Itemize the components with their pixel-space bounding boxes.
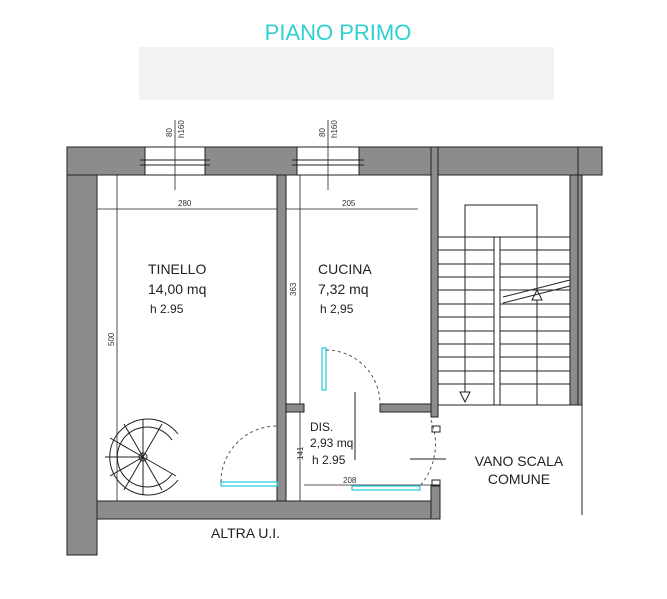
window-left: 80 h160 <box>140 120 210 190</box>
wall-lines <box>96 174 583 515</box>
room-tinello-height: h 2.95 <box>150 302 184 316</box>
room-dis-name: DIS. <box>310 420 333 434</box>
room-tinello-area: 14,00 mq <box>148 281 206 297</box>
doors <box>220 347 446 491</box>
altra-ui-label: ALTRA U.I. <box>211 525 280 541</box>
room-dis-height: h 2.95 <box>312 453 346 467</box>
dim-dis-depth: 141 <box>296 446 305 460</box>
dim-tinello-width: 280 <box>178 199 192 208</box>
room-dis-area: 2,93 mq <box>310 436 353 450</box>
dim-cucina-depth: 363 <box>289 282 298 296</box>
room-cucina-area: 7,32 mq <box>318 281 369 297</box>
plan-title: PIANO PRIMO <box>265 20 412 45</box>
walls <box>66 146 603 556</box>
window-left-height: h160 <box>177 120 186 138</box>
window-left-width: 80 <box>165 128 174 137</box>
vano-scala-line1: VANO SCALA <box>475 453 564 469</box>
vano-scala-line2: COMUNE <box>488 471 550 487</box>
room-cucina-height: h 2,95 <box>320 302 354 316</box>
spiral-staircase-icon <box>105 418 179 496</box>
window-right-height: h160 <box>330 120 339 138</box>
window-right-width: 80 <box>318 128 327 137</box>
dim-cucina-width: 205 <box>342 199 356 208</box>
room-tinello-name: TINELLO <box>148 261 206 277</box>
room-cucina-name: CUCINA <box>318 261 372 277</box>
dim-dis-width: 208 <box>343 476 357 485</box>
title-banner <box>139 47 554 100</box>
window-right: 80 h160 <box>292 120 364 190</box>
dimension-lines <box>97 175 431 501</box>
straight-staircase-icon <box>438 204 571 406</box>
dim-tinello-depth: 500 <box>107 332 116 346</box>
